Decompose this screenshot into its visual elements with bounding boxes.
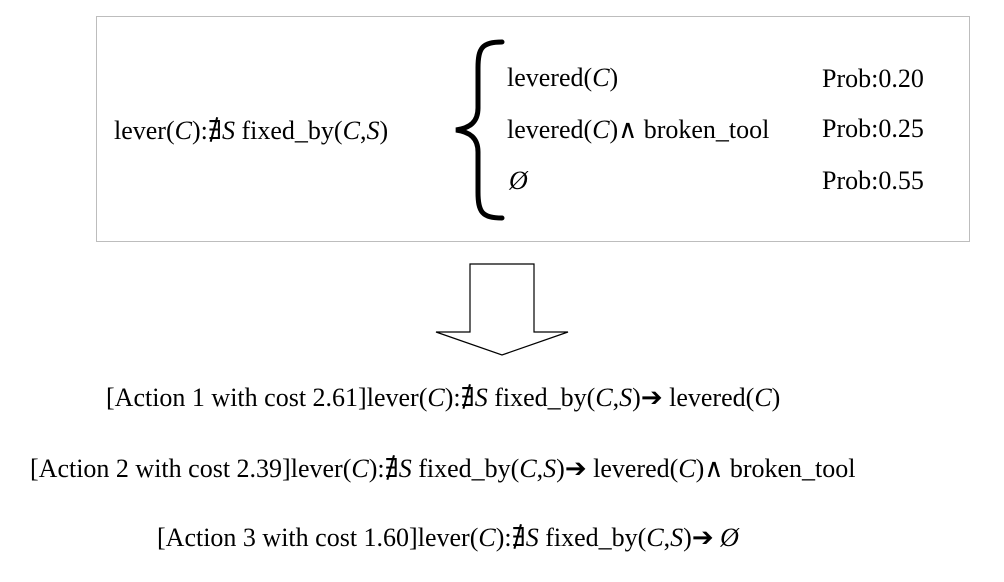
- action-2: [Action 2 with cost 2.39]lever(C):∄S fix…: [30, 454, 856, 483]
- down-arrow-icon: [435, 263, 569, 356]
- outcome-3-prob: Prob:0.55: [822, 166, 924, 195]
- outcome-1-effect: levered(C): [507, 63, 619, 92]
- outcome-1-prob: Prob:0.20: [822, 64, 924, 93]
- rule-box: [96, 16, 970, 242]
- outcome-3-effect: Ø: [509, 166, 528, 195]
- action-1: [Action 1 with cost 2.61]lever(C):∄S fix…: [106, 383, 781, 412]
- rule-head: lever(C):∄S fixed_by(C,S): [114, 116, 389, 145]
- outcome-2-effect: levered(C)∧ broken_tool: [507, 115, 770, 144]
- curly-brace-icon: [455, 39, 505, 221]
- outcome-2-prob: Prob:0.25: [822, 114, 924, 143]
- action-3: [Action 3 with cost 1.60]lever(C):∄S fix…: [157, 523, 739, 552]
